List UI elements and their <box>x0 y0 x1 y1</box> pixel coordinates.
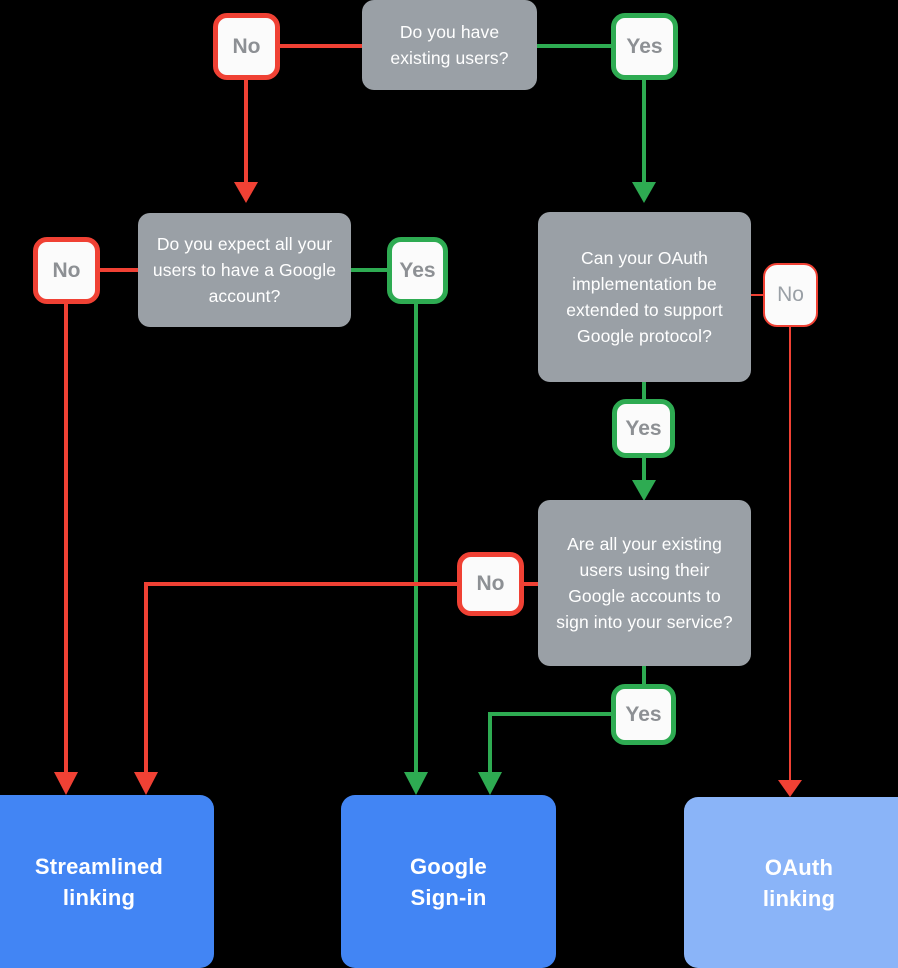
label-q1-no[interactable]: No <box>213 13 280 80</box>
label-q3-no[interactable]: No <box>763 263 818 327</box>
result-streamlined-linking-text: Streamlined linking <box>34 853 164 910</box>
label-q4-yes[interactable]: Yes <box>611 684 676 745</box>
result-google-sign-in-text: Google Sign-in <box>410 853 487 910</box>
edge-q3-yes <box>632 457 656 501</box>
edge-q4-yes <box>478 712 612 795</box>
question-box-oauth-extend[interactable]: Can your OAuth implementation be extende… <box>538 212 751 382</box>
result-oauth-linking-text: OAuth linking <box>762 854 836 911</box>
edge-q1-no <box>234 79 258 203</box>
label-q4-no[interactable]: No <box>457 552 524 616</box>
edge-q1-yes <box>632 79 656 203</box>
result-streamlined-linking[interactable]: Streamlined linking <box>0 795 214 968</box>
edge-q2-no <box>54 303 78 795</box>
result-google-sign-in[interactable]: Google Sign-in <box>341 795 556 968</box>
label-q1-yes[interactable]: Yes <box>611 13 678 80</box>
label-q3-yes[interactable]: Yes <box>612 399 675 458</box>
edge-q2-yes <box>404 303 428 795</box>
label-q2-yes[interactable]: Yes <box>387 237 448 304</box>
question-box-existing-google-signin[interactable]: Are all your existing users using their … <box>538 500 751 666</box>
label-q2-no[interactable]: No <box>33 237 100 304</box>
question-box-existing-users[interactable]: Do you have existing users? <box>362 0 537 90</box>
result-oauth-linking[interactable]: OAuth linking <box>684 797 898 968</box>
edge-q3-no <box>778 327 802 797</box>
edge-q4-no <box>134 582 457 795</box>
question-box-google-account[interactable]: Do you expect all your users to have a G… <box>138 213 351 327</box>
